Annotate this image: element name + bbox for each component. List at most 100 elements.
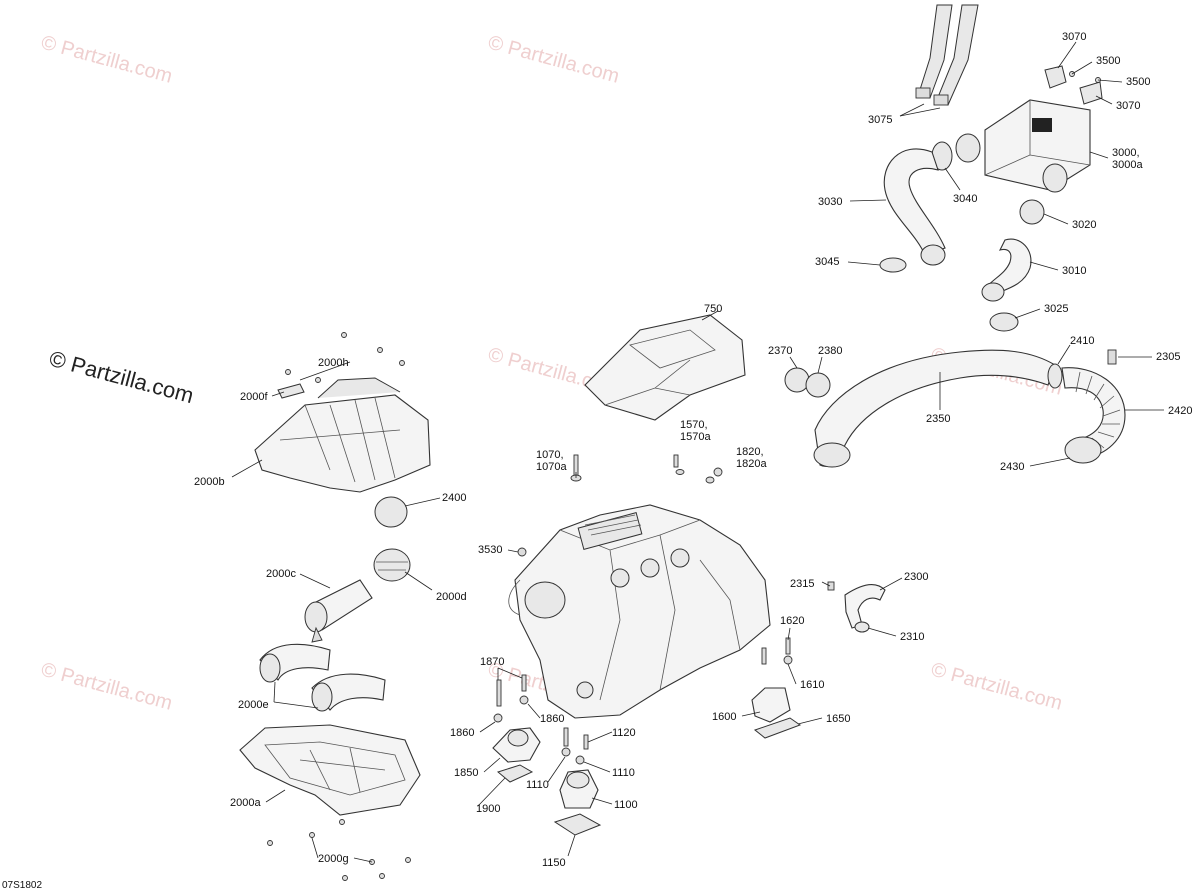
intercooler-assembly (879, 4, 1103, 332)
hose-end (311, 682, 333, 712)
bolt-part (496, 679, 502, 707)
bolt-part (342, 875, 348, 881)
hose-end (920, 244, 946, 266)
bolt-part (315, 377, 321, 383)
callout-label: 2000f (240, 391, 268, 403)
hardware-bolts (570, 454, 723, 484)
bolt-part (713, 467, 723, 477)
hose-part (883, 148, 946, 256)
callout-label: 2000e (238, 699, 269, 711)
callout-label: 1860 (450, 727, 474, 739)
callout-label: 3000, (1112, 147, 1140, 159)
callout-label: 3025 (1044, 303, 1068, 315)
callout-label: 750 (704, 303, 722, 315)
coupler-part (373, 548, 411, 582)
callout-label: 3000a (1112, 159, 1143, 171)
callout-label: 2000g (318, 853, 349, 865)
callout-label: 1110 (526, 779, 549, 791)
bolt-part (341, 332, 347, 338)
callout-label: 1070a (536, 461, 567, 473)
intercooler-badge (1032, 118, 1052, 132)
oil-pan (239, 724, 421, 881)
plate-part (553, 813, 602, 836)
callout-label: 2370 (768, 345, 792, 357)
hose-end (259, 653, 281, 683)
callout-label: 1850 (454, 767, 478, 779)
watermark-text: © Partzilla.com (929, 659, 1065, 715)
callout-label: 1820, (736, 446, 764, 458)
clamp-part (1047, 363, 1063, 389)
callout-label: 1900 (476, 803, 500, 815)
plate-part (496, 764, 534, 783)
clamp-part (805, 372, 831, 398)
callout-labels: 3070 3500 3500 3070 3075 3000, 3000a 303… (194, 31, 1192, 869)
clamp-part (989, 312, 1019, 332)
washer-part (493, 713, 503, 723)
washer-part (675, 469, 685, 475)
strap-clip (915, 87, 931, 99)
callout-label: 3500 (1126, 76, 1150, 88)
intake-manifold (254, 332, 431, 528)
intercooler-body (984, 99, 1091, 191)
callout-label: 1610 (800, 679, 824, 691)
callout-label: 3075 (868, 114, 892, 126)
bolt-part (379, 873, 385, 879)
bolt-part (339, 819, 345, 825)
clamp-part (854, 621, 870, 633)
bolt-part (761, 647, 767, 665)
callout-label: 2430 (1000, 461, 1024, 473)
clamp-part (879, 257, 907, 273)
callout-label: 3530 (478, 544, 502, 556)
bolt-part (405, 857, 411, 863)
bolt-part (583, 734, 589, 750)
intercooler-outlet (1042, 163, 1068, 193)
callout-label: 2300 (904, 571, 928, 583)
callout-label: 2000d (436, 591, 467, 603)
washer-part (783, 655, 793, 665)
engine-block (508, 504, 771, 719)
bolt-part (399, 360, 405, 366)
callout-label: 1110 (612, 767, 635, 779)
clamp-part (374, 496, 408, 528)
bolt-part (563, 727, 569, 747)
callout-label: 1100 (614, 799, 638, 811)
sensor-part (1107, 349, 1117, 365)
callout-label: 2420 (1168, 405, 1192, 417)
bolt-part (673, 454, 679, 468)
plate-part (753, 717, 802, 739)
callout-label: 1120 (612, 727, 636, 739)
callout-label: 3020 (1072, 219, 1096, 231)
callout-label: 3070 (1116, 100, 1140, 112)
bolt-part (309, 832, 315, 838)
bolt-part (285, 369, 291, 375)
washer-part (705, 476, 715, 484)
plate-part (277, 383, 305, 399)
callout-label: 1650 (826, 713, 850, 725)
washer-part (561, 747, 571, 757)
hose-end (981, 282, 1005, 302)
washer-part (519, 695, 529, 705)
callout-label: 1870 (480, 656, 504, 668)
callout-label: 2380 (818, 345, 842, 357)
callout-label: 1070, (536, 449, 564, 461)
intercooler-inlet (955, 133, 981, 163)
callout-label: 2400 (442, 492, 466, 504)
turbocharger (524, 581, 566, 619)
callout-label: 2000a (230, 797, 261, 809)
callout-label: 3040 (953, 193, 977, 205)
callout-label: 3045 (815, 256, 839, 268)
partzilla-watermark: © Partzilla.com (47, 346, 197, 409)
bolt-part (267, 840, 273, 846)
mount-part (751, 687, 791, 723)
callout-label: 2000c (266, 568, 296, 580)
intake-tube (814, 349, 1056, 467)
bracket-part (1079, 81, 1103, 105)
intake-pipe-assembly (304, 548, 411, 643)
tube-end (813, 442, 851, 468)
clamp-part (1019, 199, 1045, 225)
fitting-part (827, 581, 835, 591)
engine-cover (584, 314, 746, 421)
callout-label: 1620 (780, 615, 804, 627)
bolt-part (521, 674, 527, 692)
